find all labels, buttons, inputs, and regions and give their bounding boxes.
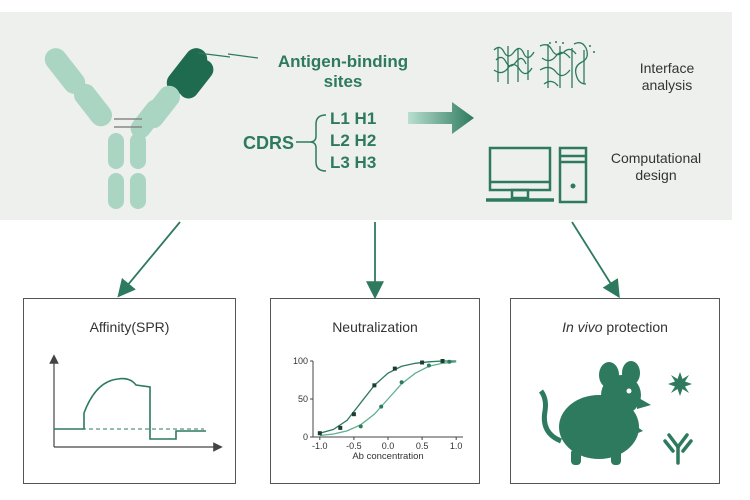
data-point-dark <box>392 366 397 371</box>
antibody-illustration <box>44 48 230 209</box>
data-point-light <box>379 404 384 409</box>
antibody-small-icon <box>663 433 693 465</box>
x-tick-label: -1.0 <box>312 441 328 451</box>
antibody-stem-right-2 <box>130 173 146 209</box>
data-point-dark <box>351 412 356 417</box>
computational-line1: Computational <box>610 150 702 166</box>
cdr-row-3: L3 H3 <box>330 153 377 172</box>
series-line-1 <box>319 360 457 434</box>
spr-sensorgram <box>49 354 223 452</box>
x-tick-label: 0.0 <box>382 441 395 451</box>
neutralization-title: Neutralization <box>332 319 418 335</box>
antigen-binding-line1: Antigen-binding <box>277 52 409 71</box>
y-tick-label: 50 <box>298 394 308 404</box>
affinity-card: Affinity(SPR) <box>23 298 236 484</box>
antibody-right-inner-segment-2 <box>130 99 166 139</box>
invivo-title-rest: protection <box>602 319 668 335</box>
invivo-title: In vivo protection <box>511 319 719 335</box>
data-point-light <box>358 424 363 429</box>
interface-line1: Interface <box>639 60 695 76</box>
arrow-to-affinity <box>117 221 181 298</box>
data-point-light <box>399 380 404 385</box>
antibody-left-inner-segment <box>73 83 113 127</box>
antibody-left-outer-segment <box>44 48 86 94</box>
computational-line2: design <box>635 167 677 183</box>
pointer-line <box>228 53 258 59</box>
cdrs-brace <box>296 114 327 172</box>
affinity-title: Affinity(SPR) <box>89 319 170 335</box>
y-tick-label: 100 <box>293 356 308 366</box>
series-line-2 <box>319 361 457 437</box>
x-tick-label: 0.5 <box>416 441 429 451</box>
y-tick-label: 0 <box>303 432 308 442</box>
virus-icon <box>668 372 692 396</box>
invivo-title-italic: In vivo <box>562 319 603 335</box>
data-point-light <box>447 359 452 364</box>
x-tick-label: -0.5 <box>346 441 362 451</box>
antibody-stem-right-1 <box>130 133 146 169</box>
data-point-dark <box>338 425 343 430</box>
data-point-dark <box>317 431 322 436</box>
antibody-stem-left-1 <box>108 133 124 169</box>
antibody-right-tip-dark <box>166 48 208 94</box>
interface-line2: analysis <box>641 77 693 93</box>
computational-design-label: Computational design <box>588 150 724 184</box>
cdr-row-2: L2 H2 <box>330 131 377 150</box>
cdr-row-1: L1 H1 <box>330 109 377 128</box>
neutralization-chart: -1.0 -0.5 0.0 0.5 1.0 0 50 100 Ab concentration <box>293 356 463 462</box>
interface-analysis-label: Interface analysis <box>612 60 722 94</box>
protein-structure-icon <box>493 41 595 88</box>
x-axis-label: Ab concentration <box>352 451 423 462</box>
computer-icon <box>486 146 588 204</box>
cdrs-label: CDRS <box>243 133 295 153</box>
data-point-dark <box>372 383 377 388</box>
antigen-binding-label: Antigen-binding sites <box>248 52 438 92</box>
mouse-icon <box>538 361 651 465</box>
connector-arrows <box>117 221 620 300</box>
x-tick-label: 1.0 <box>450 441 463 451</box>
arrow-to-invivo <box>571 221 620 299</box>
cdr-rows: L1 H1 L2 H2 L3 H3 <box>330 108 376 174</box>
right-arrow-icon <box>408 102 474 134</box>
spr-curve <box>54 377 206 440</box>
antibody-right-tip-dark-2 <box>178 59 214 99</box>
data-point-light <box>426 363 431 368</box>
data-point-dark <box>440 359 445 363</box>
data-point-dark <box>420 360 425 365</box>
antigen-binding-line2: sites <box>323 72 363 91</box>
invivo-card: In vivo protection <box>510 298 720 484</box>
antibody-stem-left-2 <box>108 173 124 209</box>
